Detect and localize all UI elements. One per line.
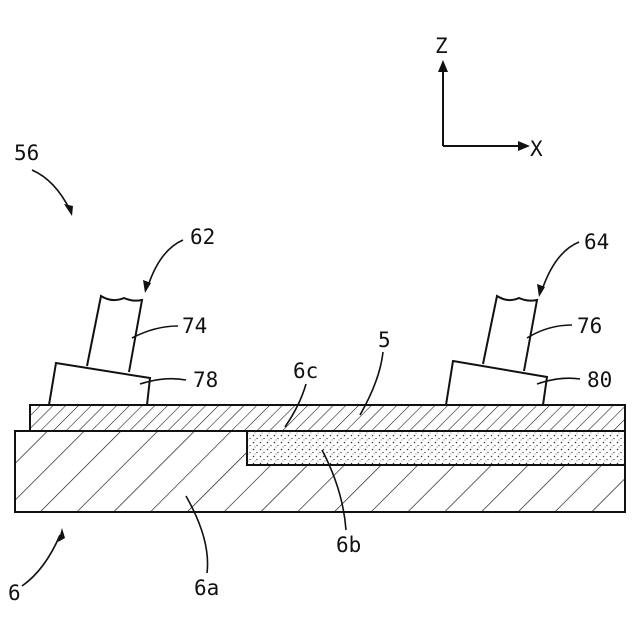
label-6a: 6a	[194, 576, 219, 600]
left-tool	[49, 296, 150, 405]
top-plate	[30, 405, 625, 431]
label-74: 74	[182, 314, 207, 338]
x-axis-label: X	[530, 137, 543, 161]
label-76: 76	[577, 314, 602, 338]
label-6b: 6b	[336, 533, 361, 557]
label-64: 64	[584, 230, 609, 254]
label-6c: 6c	[293, 359, 318, 383]
right-tool	[446, 296, 547, 405]
label-5: 5	[378, 328, 391, 352]
label-6: 6	[8, 581, 21, 605]
label-78: 78	[193, 368, 218, 392]
label-80: 80	[587, 368, 612, 392]
z-axis-label: Z	[435, 34, 448, 58]
label-62: 62	[190, 225, 215, 249]
label-56: 56	[14, 141, 39, 165]
axis-indicator: Z X	[435, 34, 543, 161]
